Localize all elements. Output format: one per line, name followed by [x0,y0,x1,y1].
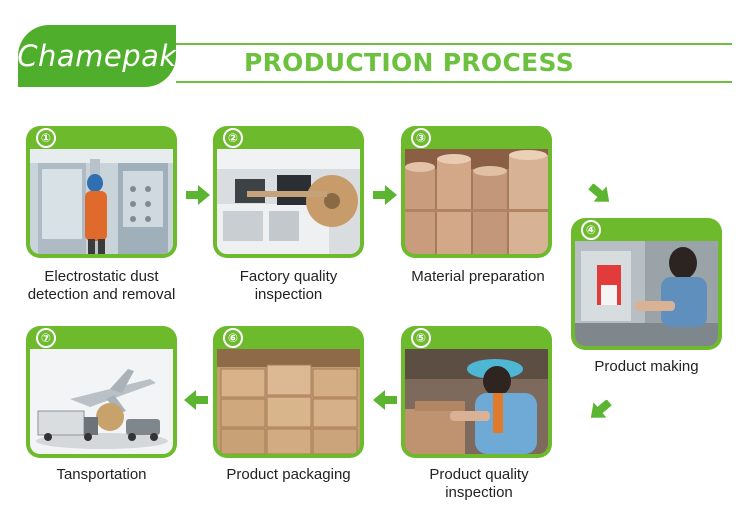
step-photo-cleanroom [30,149,173,254]
step-card-7: ⑦ [26,326,177,458]
step-number-7: ⑦ [36,328,56,348]
step-label-5: Product quality inspection [429,466,529,501]
header-rule-top [176,43,732,45]
step-label-4: Product making [594,358,699,375]
step-photo-paper-rolls [405,149,548,254]
arrow-right-icon [186,185,210,205]
step-photo-product-making [575,241,718,346]
step-label-6: Product packaging [226,466,351,483]
step-label-2: Factory quality inspection [239,268,338,303]
step-photo-quality-inspection [405,349,548,454]
arrow-down-right-icon [588,184,612,204]
step-card-1: ① [26,126,177,258]
step-card-2: ② [213,126,364,258]
arrow-down-left-icon [588,400,612,420]
step-card-3: ③ [401,126,552,258]
arrow-right-icon [373,185,397,205]
step-card-4: ④ [571,218,722,350]
step-photo-transportation [30,349,173,454]
step-label-1: Electrostatic dust detection and removal [27,268,176,303]
arrow-left-icon [373,390,397,410]
header-rule-bottom [176,81,732,83]
step-photo-factory-machine [217,149,360,254]
step-card-5: ⑤ [401,326,552,458]
step-card-6: ⑥ [213,326,364,458]
step-number-6: ⑥ [223,328,243,348]
step-label-7: Tansportation [56,466,147,483]
brand-name: Chamepak [17,39,177,73]
brand-logo: Chamepak [17,25,177,87]
step-photo-packaging [217,349,360,454]
step-number-2: ② [223,128,243,148]
step-number-3: ③ [411,128,431,148]
step-number-4: ④ [581,220,601,240]
step-number-5: ⑤ [411,328,431,348]
step-label-3: Material preparation [411,268,545,285]
step-number-1: ① [36,128,56,148]
page-title: PRODUCTION PROCESS [244,48,574,77]
arrow-left-icon [184,390,208,410]
